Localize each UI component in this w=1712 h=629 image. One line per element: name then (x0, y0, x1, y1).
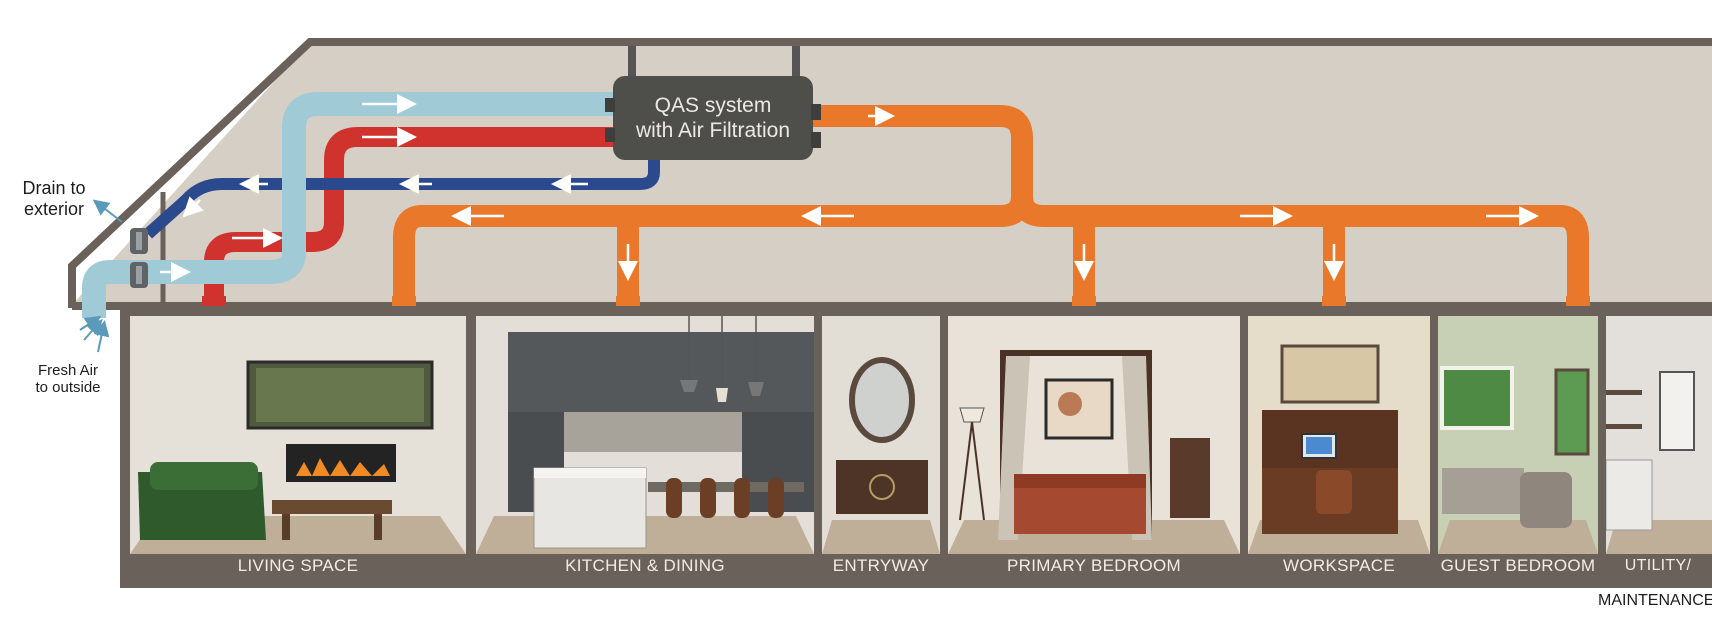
bed (1014, 484, 1146, 534)
washer (1605, 459, 1653, 531)
daybed (1442, 468, 1524, 514)
drain-annotation: Drain to exterior (16, 178, 92, 220)
dining-table (648, 482, 804, 492)
wall-panel (1659, 371, 1695, 451)
bedroom-art (1044, 378, 1114, 440)
office-chair (1316, 470, 1352, 514)
kitchen-island (533, 467, 647, 549)
utility-decor (1605, 371, 1695, 531)
room-label-guest: GUEST BEDROOM (1440, 556, 1596, 575)
living-space-decor (138, 360, 434, 540)
qas-subtitle: with Air Filtration (635, 119, 791, 142)
primary-bedroom-decor (959, 350, 1210, 540)
canopy-frame (1000, 350, 1152, 356)
world-map (1280, 344, 1380, 404)
fresh-line1: Fresh Air (37, 362, 98, 379)
fresh-line2: to outside (35, 379, 101, 396)
workspace-decor (1262, 344, 1398, 534)
qas-hangers (628, 46, 800, 78)
floor-registers (202, 296, 226, 306)
room-label-workspace: WORKSPACE (1283, 556, 1395, 575)
dresser (1170, 438, 1210, 518)
kitchen-decor (508, 316, 814, 549)
coffee-table (272, 500, 392, 514)
armchair (1520, 472, 1572, 528)
supply-duct-west (393, 195, 1033, 302)
window-view (1440, 366, 1514, 430)
roof-outline (68, 38, 1712, 308)
attic-space (72, 42, 1712, 308)
wall-vents (130, 228, 148, 288)
oval-mirror (849, 357, 915, 443)
qas-system-label: QAS system with Air Filtration (613, 76, 813, 160)
room-label-utility-line2: MAINTENANCE (1598, 592, 1712, 609)
room-floors (130, 516, 1712, 554)
kitchen-cabinets (508, 332, 814, 412)
console-cabinet (836, 460, 928, 514)
fresh-air-duct (82, 92, 616, 318)
entryway-decor (836, 357, 928, 514)
qas-title: QAS system (654, 94, 772, 117)
fresh-air-annotation: Fresh Air to outside (26, 362, 110, 396)
flow-arrows (160, 94, 1539, 282)
exterior-arrows (79, 199, 123, 353)
drain-line1: Drain to (22, 178, 86, 198)
room-label-living: LIVING SPACE (237, 556, 359, 575)
shelf (1606, 390, 1642, 395)
room-label-utility: UTILITY/ (1624, 557, 1692, 574)
room-label-kitchen: KITCHEN & DINING (565, 556, 725, 575)
room-label-entryway: ENTRYWAY (832, 556, 930, 575)
room-label-primary: PRIMARY BEDROOM (1007, 556, 1181, 575)
qas-unit (613, 76, 813, 160)
drain-line2: exterior (23, 199, 85, 219)
guest-bedroom-decor (1440, 366, 1590, 528)
warm-duct (204, 127, 616, 302)
interior-walls (466, 308, 1606, 554)
